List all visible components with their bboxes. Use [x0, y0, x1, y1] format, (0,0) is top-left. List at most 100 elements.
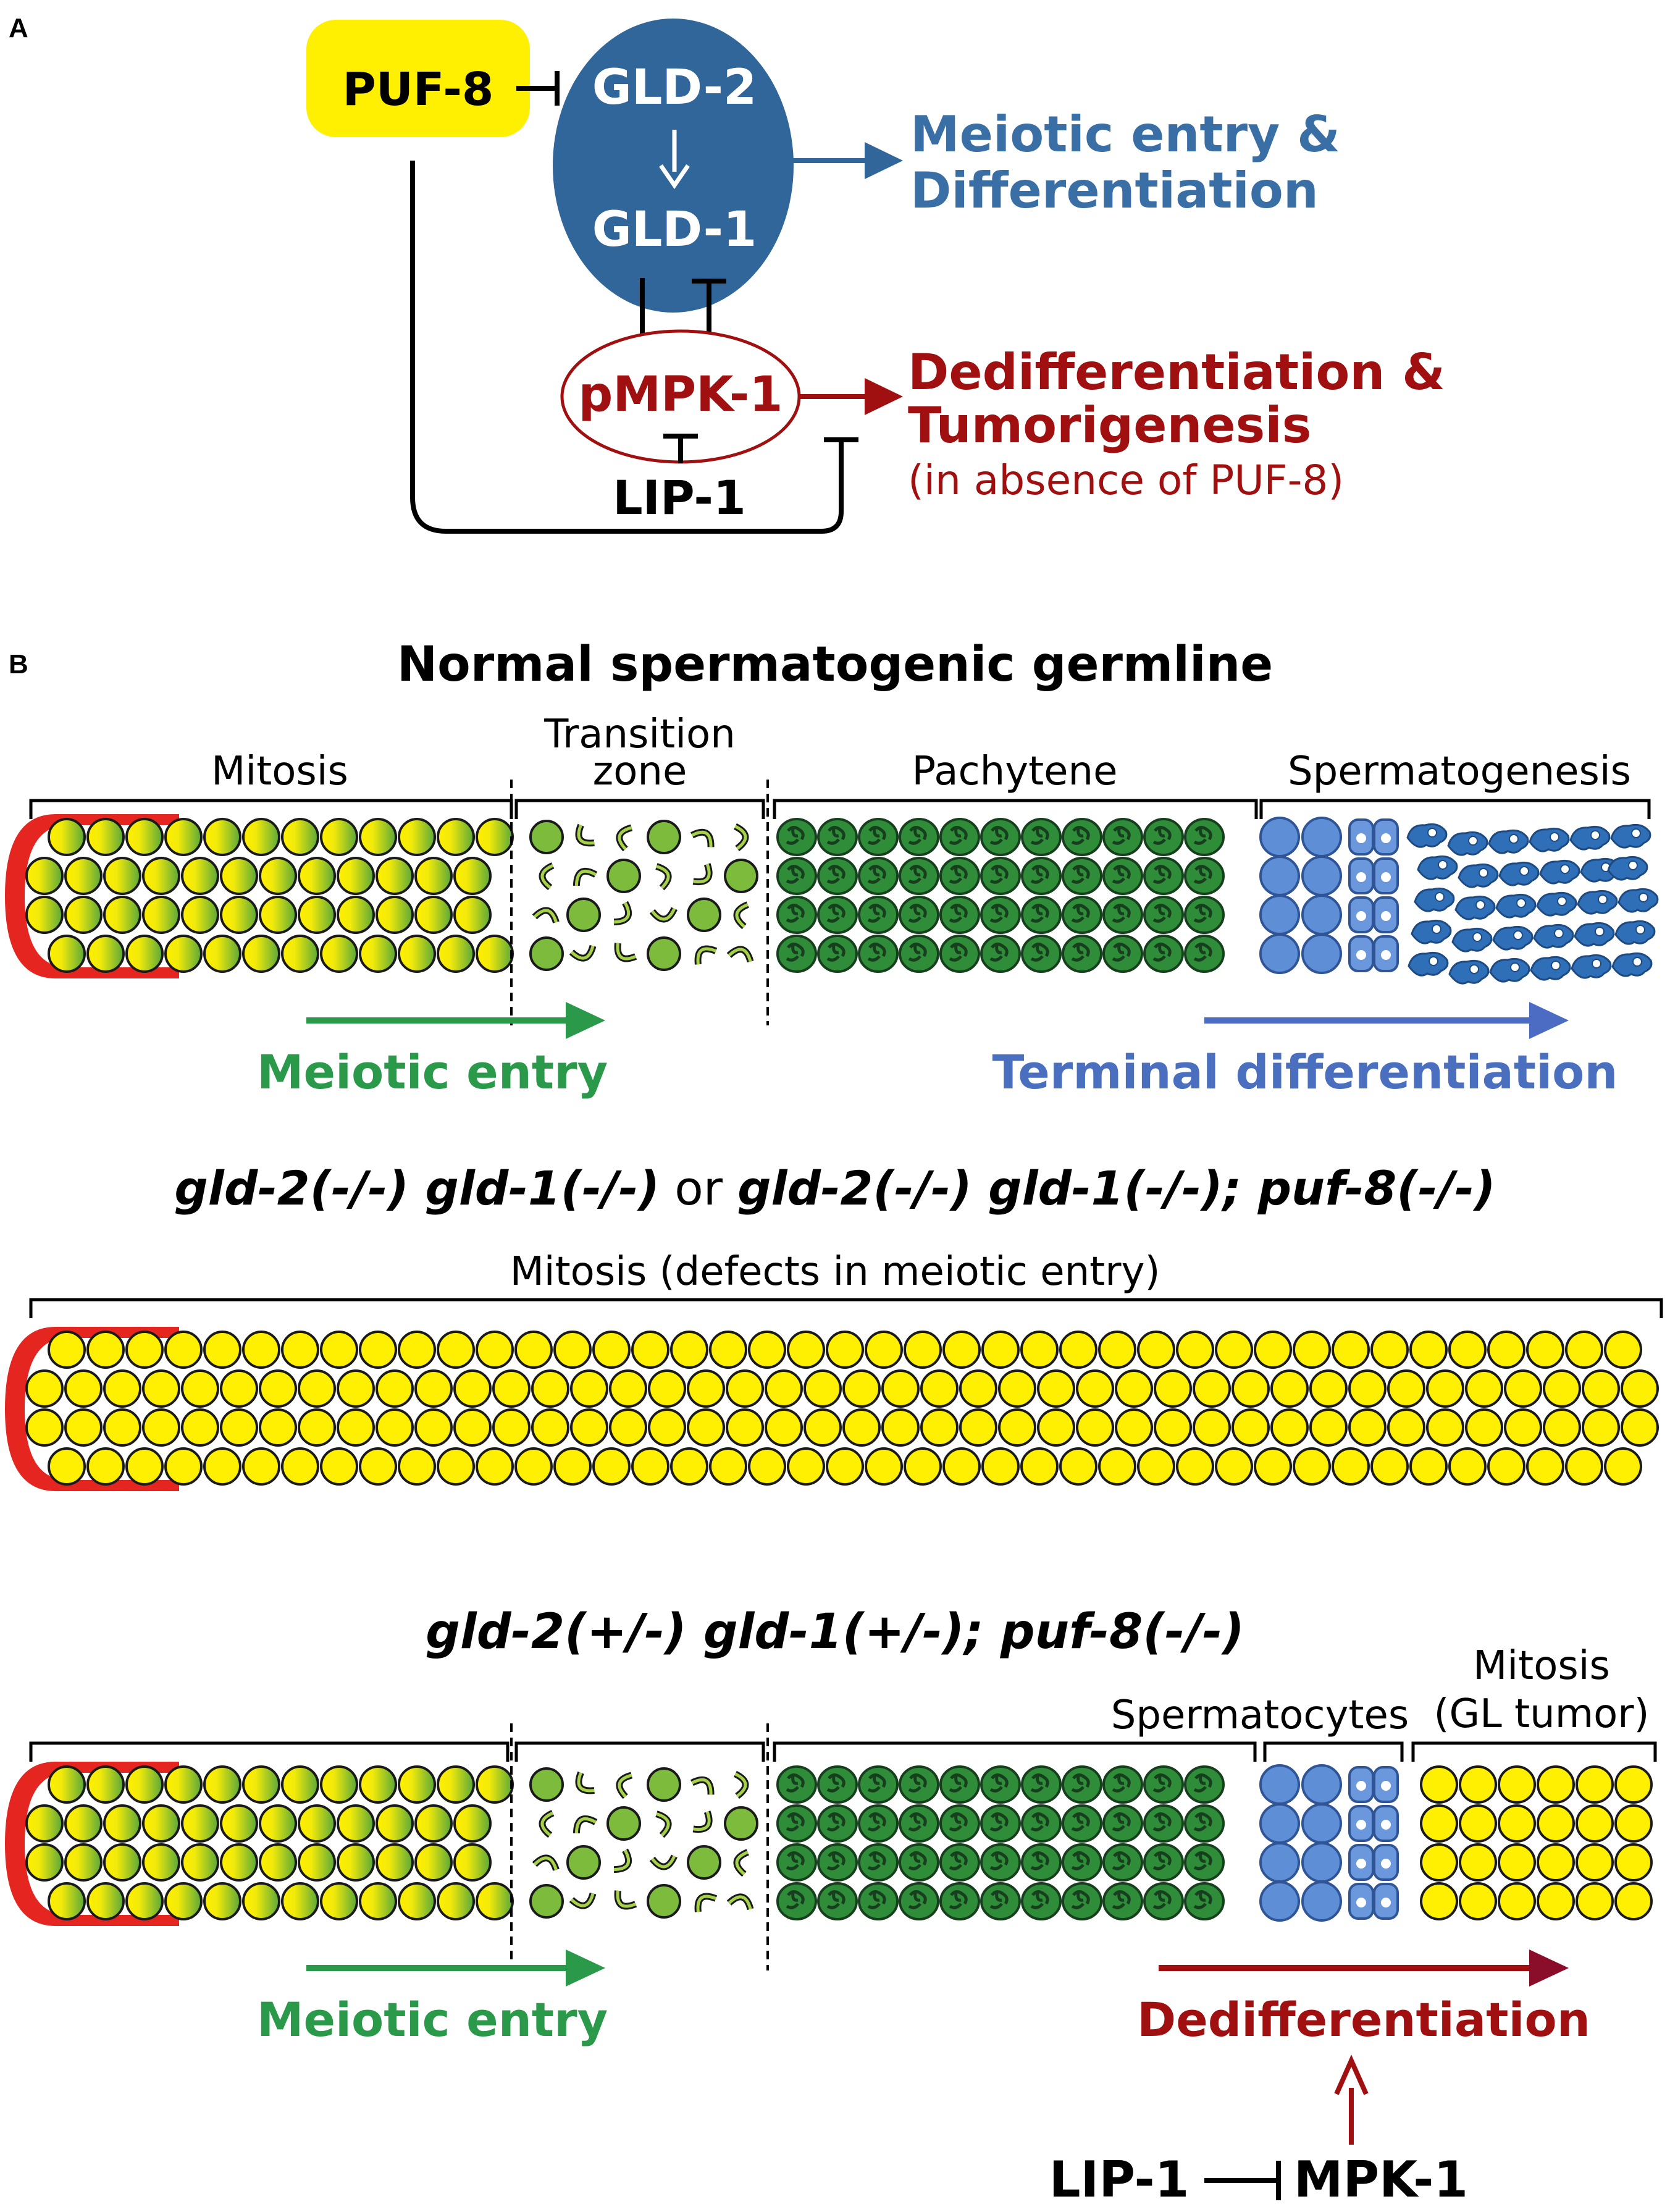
gl3-pachytene-chromatin — [867, 1773, 886, 1793]
gl1-sperm — [1454, 895, 1496, 920]
gl1-transition-crescent — [691, 830, 713, 847]
gl1-title: Normal spermatogenic germline — [397, 637, 1273, 692]
gl1-sperm-nucleus — [1475, 900, 1485, 910]
gl3-meiotic-label: Meiotic entry — [257, 1992, 608, 2047]
gl2-mitosis-bracket — [29, 1298, 1663, 1318]
gl3-tumor-cell — [1420, 1882, 1458, 1920]
gl1-zone-brackets — [29, 799, 1651, 819]
gl2-mitotic-cell — [1254, 1447, 1292, 1486]
gl2-mitotic-cell — [492, 1369, 531, 1408]
gl1-sperm-nucleus — [1435, 892, 1445, 902]
gl1-sperm-nucleus — [1639, 893, 1648, 902]
gl1-sperm-nucleus — [1632, 957, 1642, 967]
gl2-mitotic-cell — [1487, 1331, 1525, 1369]
gl1-meiotic-label: Meiotic entry — [257, 1045, 608, 1100]
lip1-label: LIP-1 — [613, 470, 746, 525]
gl2-mitotic-cell — [787, 1447, 825, 1486]
gl1-nucleus — [1381, 911, 1391, 921]
gl3-pachytene-chromatin — [1030, 1812, 1049, 1831]
gl2-mitotic-cell — [959, 1408, 997, 1447]
gl1-pachytene-chromatin — [949, 826, 968, 845]
gl1-pachytene-chromatin — [826, 865, 845, 884]
gl1-pachytene-chromatin — [989, 865, 1009, 884]
gl1-pachytene-chromatin — [1193, 865, 1212, 884]
gl2-mitotic-cell — [492, 1408, 531, 1447]
gl1-pachytene-chromatin — [1071, 904, 1090, 923]
gl3-mitotic-cell — [476, 1765, 514, 1804]
gl1-sperm-nucleus — [1472, 932, 1482, 942]
gl1-mitotic-cell — [398, 818, 436, 856]
gl3-tumor-cell — [1576, 1843, 1614, 1882]
gl2-mitotic-cell — [1487, 1447, 1525, 1486]
gl2-mitotic-cell — [242, 1331, 280, 1369]
gl2-mitotic-cell — [1176, 1447, 1214, 1486]
gl3-mitotic-cell — [414, 1804, 453, 1843]
gl1-transition-crescent — [533, 909, 558, 923]
gl2-mitotic-cell — [1387, 1408, 1425, 1447]
gl2-mitotic-cell — [570, 1408, 608, 1447]
gl1-mitotic-cell — [437, 935, 475, 973]
gl1-transition-crescent — [692, 863, 713, 886]
gl3-mitotic-cell — [164, 1882, 203, 1920]
gl1-mitotic-cell — [220, 896, 258, 934]
gl1-pachytene-chromatin — [1071, 943, 1090, 962]
gl3-tumor-cell — [1576, 1765, 1614, 1804]
gl3-spermatocyte — [1301, 1842, 1342, 1883]
gl2-mitotic-cell — [1526, 1447, 1564, 1486]
gl3-tumor-cell — [1459, 1804, 1497, 1843]
gl1-sperm-nucleus — [1551, 961, 1561, 970]
gl3-mitotic-cell — [259, 1804, 297, 1843]
gl2-mitotic-cell — [631, 1447, 669, 1486]
gl3-tumor-cell — [1576, 1804, 1614, 1843]
gl1-pachytene-chromatin — [989, 943, 1009, 962]
gl1-sperm — [1492, 925, 1534, 951]
gl3-transition-crescent — [728, 1895, 752, 1910]
gl3-transition-crescent — [692, 1810, 713, 1833]
gl1-mitotic-cell — [103, 896, 141, 934]
gl3-pachytene-chromatin — [949, 1812, 968, 1831]
gl1-pachytene-chromatin — [826, 943, 845, 962]
gl2-mitotic-cell — [1154, 1369, 1192, 1408]
gl3-pachytene-chromatin — [1193, 1773, 1212, 1793]
gl3-nucleus — [1381, 1859, 1391, 1869]
gl2-mitotic-cell — [1193, 1408, 1231, 1447]
gl1-transition-crescent — [728, 948, 752, 962]
gl1-mitotic-cell — [320, 818, 358, 856]
gl1-sperm-nucleus — [1557, 896, 1567, 906]
gl2-mitotic-cell — [1543, 1408, 1581, 1447]
gl1-sperm-nucleus — [1516, 898, 1526, 908]
gl3-mitotic-cell — [242, 1765, 280, 1804]
gl3-lip1-label: LIP-1 — [1049, 2151, 1190, 2208]
gl3-transition-cell — [647, 1884, 681, 1919]
gl3-transition-crescent — [540, 1811, 554, 1836]
gl3-transition-crescent — [616, 1890, 637, 1908]
gl3-mitotic-cell — [86, 1882, 125, 1920]
gl1-mitotic-cell — [281, 818, 319, 856]
gl1-transition-crescent — [656, 865, 670, 889]
gl3-transition-cell — [529, 1767, 564, 1802]
dediff-arrowhead — [865, 378, 903, 415]
gl1-pachytene-chromatin — [949, 943, 968, 962]
gl1-pachytene-chromatin — [949, 904, 968, 923]
gl2-mitotic-cell — [1076, 1369, 1114, 1408]
gl1-mitotic-cell — [25, 857, 64, 895]
gl2-mitotic-cell — [259, 1408, 297, 1447]
gl1-sperm-nucleus — [1592, 959, 1601, 969]
gl3-transition-cell — [647, 1767, 681, 1802]
gl1-pachytene-chromatin — [949, 865, 968, 884]
gl2-mitotic-cell — [1115, 1369, 1153, 1408]
gl1-transition-crescent — [651, 907, 676, 921]
gl1-mitotic-cell — [337, 857, 375, 895]
gl1-transition-crescent — [618, 826, 632, 851]
gl2-mitotic-cell — [103, 1369, 141, 1408]
gl1-transition-crescent — [693, 864, 711, 884]
gl1-nucleus — [1381, 833, 1391, 843]
gl2-mitotic-cell — [48, 1447, 86, 1486]
gl2-mitotic-cell — [726, 1369, 764, 1408]
gl3-pachytene-bracket — [773, 1741, 1257, 1762]
gl3-transition-cell — [566, 1845, 601, 1880]
gl1-mitotic-cell — [203, 935, 241, 973]
gl1-mitotic-cell — [86, 818, 125, 856]
gl3-nucleus — [1356, 1898, 1366, 1907]
